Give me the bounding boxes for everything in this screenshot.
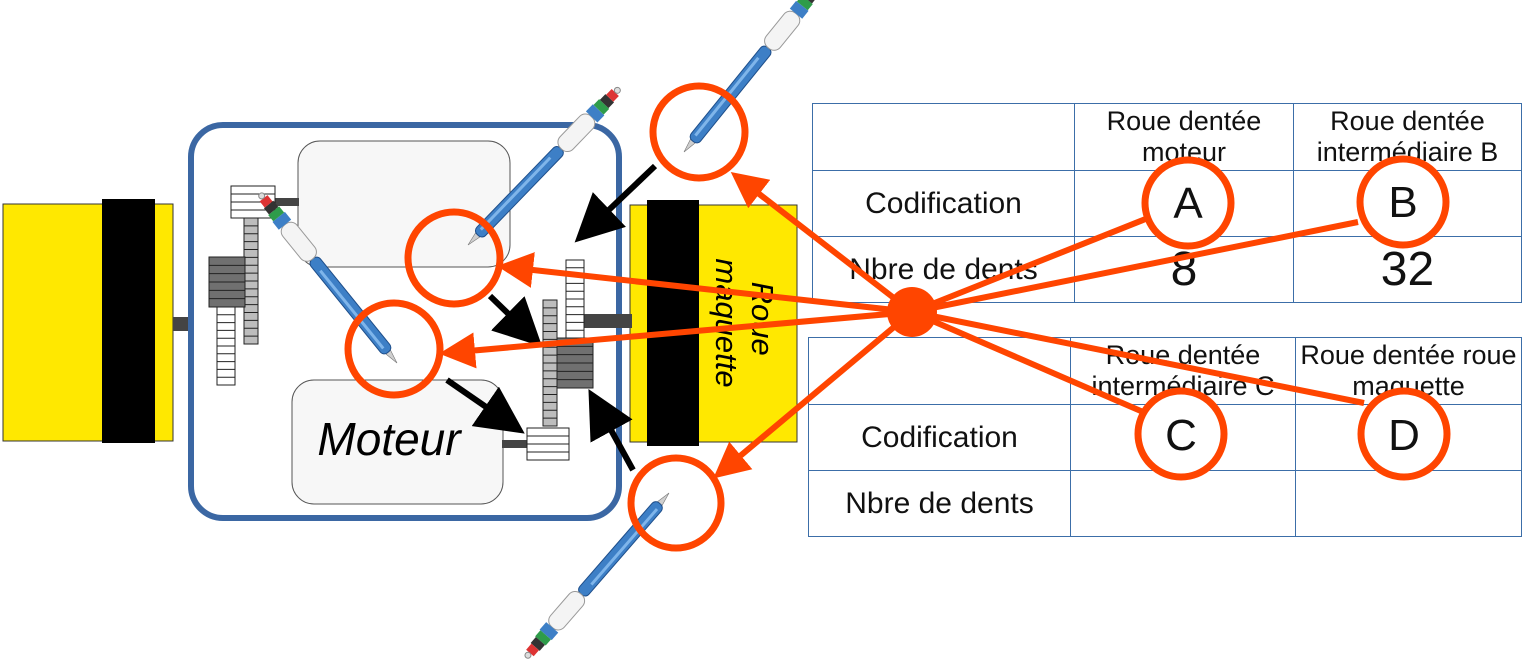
gear-left-bottom — [216, 306, 236, 386]
gear-table-2: Roue dentée intermédiaire C Roue dentée … — [808, 337, 1522, 537]
table1-teeth-a[interactable]: 8 — [1074, 236, 1294, 303]
table2-teeth-label: Nbre de dents — [808, 470, 1071, 537]
table1-teeth-label: Nbre de dents — [812, 236, 1075, 303]
table2-teeth-c[interactable] — [1070, 470, 1296, 537]
table1-header-empty — [812, 103, 1075, 171]
gear-right-bottom — [526, 427, 570, 461]
table2-header-wheel-gear: Roue dentée roue maquette — [1295, 337, 1522, 405]
pen-icon — [676, 0, 829, 159]
right-axle — [584, 314, 632, 328]
table2-header-empty — [808, 337, 1071, 405]
left-wheel — [2, 199, 174, 443]
table1-header-motor-gear: Roue dentée moteur — [1074, 103, 1294, 171]
shaft-stub-motor — [502, 440, 528, 448]
table2-header-intermediate-c: Roue dentée intermédiaire C — [1070, 337, 1296, 405]
table2-codification-d[interactable] — [1295, 404, 1522, 471]
gear-right-dark — [556, 337, 594, 389]
gear-left-light — [243, 217, 259, 345]
table2-codification-c[interactable] — [1070, 404, 1296, 471]
table1-teeth-b[interactable]: 32 — [1293, 236, 1522, 303]
shaft-stub-top — [275, 198, 299, 206]
motor-label: Moteur — [317, 413, 462, 465]
table1-codification-label: Codification — [812, 170, 1075, 237]
table1-codification-a[interactable] — [1074, 170, 1294, 237]
upper-housing — [297, 140, 511, 268]
gear-table-1: Roue dentée moteur Roue dentée intermédi… — [812, 103, 1522, 303]
table1-header-intermediate-b: Roue dentée intermédiaire B — [1293, 103, 1522, 171]
table1-codification-b[interactable] — [1293, 170, 1522, 237]
gear-left-dark — [208, 256, 246, 308]
table2-teeth-d[interactable] — [1295, 470, 1522, 537]
table2-codification-label: Codification — [808, 404, 1071, 471]
gear-right-top — [565, 259, 585, 339]
gear-right-light — [542, 299, 558, 427]
